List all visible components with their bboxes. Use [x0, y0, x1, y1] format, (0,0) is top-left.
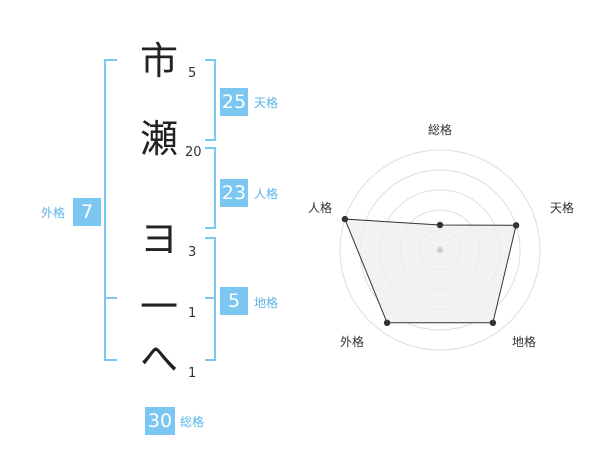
gaikaku-label: 外格	[41, 206, 66, 220]
radar-point-1	[436, 221, 444, 229]
radar-point-5	[341, 215, 349, 223]
radar-label-jinkaku: 人格	[308, 201, 333, 215]
stroke-count-2: 20	[185, 145, 202, 160]
stroke-count-3: 3	[188, 245, 197, 260]
gaikaku-bracket	[104, 59, 117, 361]
radar-label-tenkaku: 天格	[550, 201, 575, 215]
radar-label-chikaku: 地格	[512, 335, 537, 349]
radar-grid-ring	[339, 149, 541, 351]
stroke-count-1: 5	[188, 66, 197, 81]
tenkaku-value: 25	[220, 88, 248, 116]
chikaku-value: 5	[220, 287, 248, 315]
stroke-count-5: 1	[188, 366, 197, 381]
chikaku-label: 地格	[254, 296, 279, 310]
gaikaku-value: 7	[73, 198, 101, 226]
name-char-3: ヨ	[140, 217, 179, 261]
jinkaku-value: 23	[220, 179, 248, 207]
radar-label-gaikaku: 外格	[340, 335, 365, 349]
radar-data-area	[344, 218, 517, 324]
soukaku-value: 30	[145, 407, 175, 435]
stroke-count-4: 1	[188, 306, 197, 321]
radar-label-soukaku: 総格	[428, 123, 453, 137]
tenkaku-bracket	[205, 59, 216, 141]
radar-center-dot	[437, 247, 443, 253]
radar-point-4	[383, 319, 391, 326]
name-char-2: 瀬	[140, 117, 179, 161]
name-char-1: 市	[140, 39, 179, 83]
name-char-5: へ	[140, 337, 179, 381]
name-char-4: 一	[140, 285, 179, 329]
radar-point-3	[489, 319, 497, 326]
jinkaku-label: 人格	[254, 187, 279, 201]
tenkaku-label: 天格	[254, 96, 279, 110]
soukaku-label: 総格	[180, 415, 205, 429]
radar-point-2	[512, 222, 520, 229]
jinkaku-bracket	[205, 147, 216, 229]
